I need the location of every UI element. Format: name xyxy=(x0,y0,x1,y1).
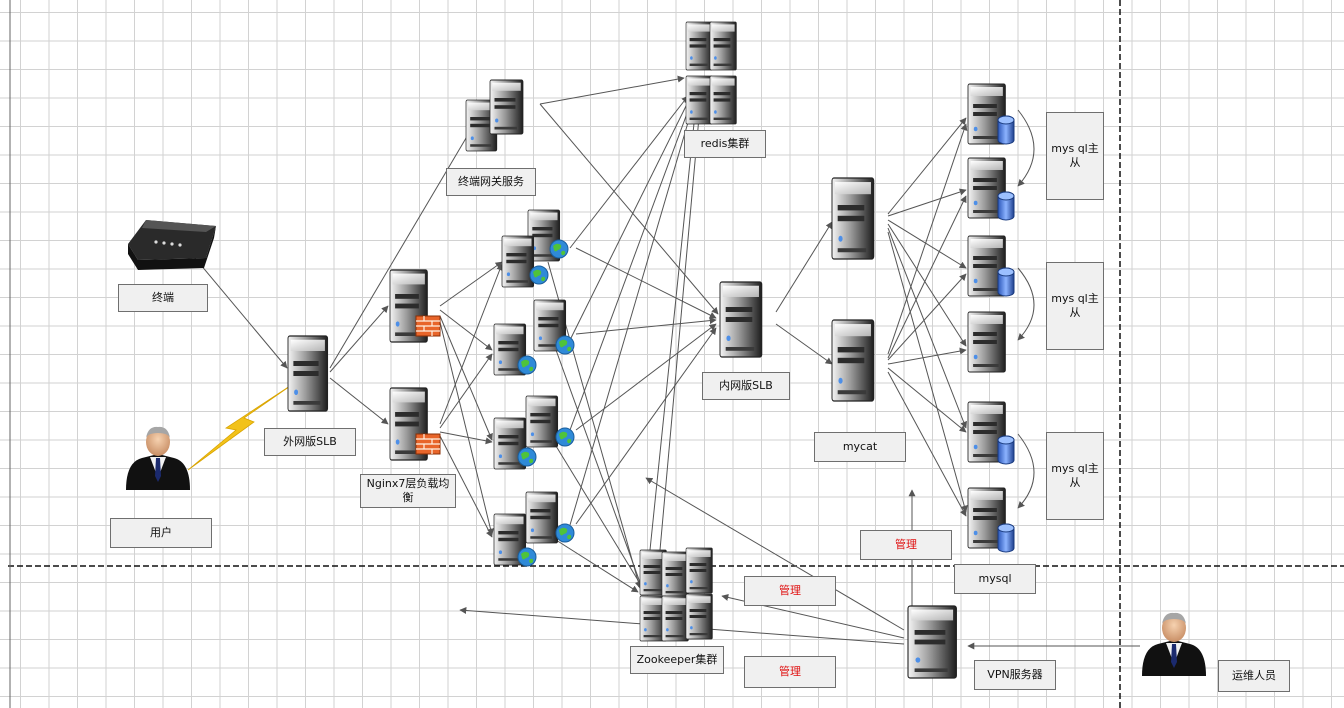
label-user: 用户 xyxy=(110,518,212,548)
label-manage-3: 管理 xyxy=(744,656,836,688)
label-mysql-ms-3: mys ql主从 xyxy=(1046,432,1104,520)
wireless-link-icon xyxy=(187,381,297,471)
label-mysql-ms-2: mys ql主从 xyxy=(1046,262,1104,350)
label-terminal: 终端 xyxy=(118,284,208,312)
label-vpn: VPN服务器 xyxy=(974,660,1056,690)
label-mycat: mycat xyxy=(814,432,906,462)
label-terminal-gateway: 终端网关服务 xyxy=(446,168,536,196)
label-manage-2: 管理 xyxy=(744,576,836,606)
replication-arrows xyxy=(1017,109,1035,509)
label-ops: 运维人员 xyxy=(1218,660,1290,692)
label-mysql-ms-1: mys ql主从 xyxy=(1046,112,1104,200)
router-icon xyxy=(128,220,216,270)
label-mysql: mysql xyxy=(954,564,1036,594)
label-inner-slb: 内网版SLB xyxy=(702,372,790,400)
label-nginx: Nginx7层负载均衡 xyxy=(360,474,456,508)
label-zookeeper: Zookeeper集群 xyxy=(630,646,724,674)
label-manage-1: 管理 xyxy=(860,530,952,560)
label-outer-slb: 外网版SLB xyxy=(264,428,356,456)
label-redis: redis集群 xyxy=(684,130,766,158)
